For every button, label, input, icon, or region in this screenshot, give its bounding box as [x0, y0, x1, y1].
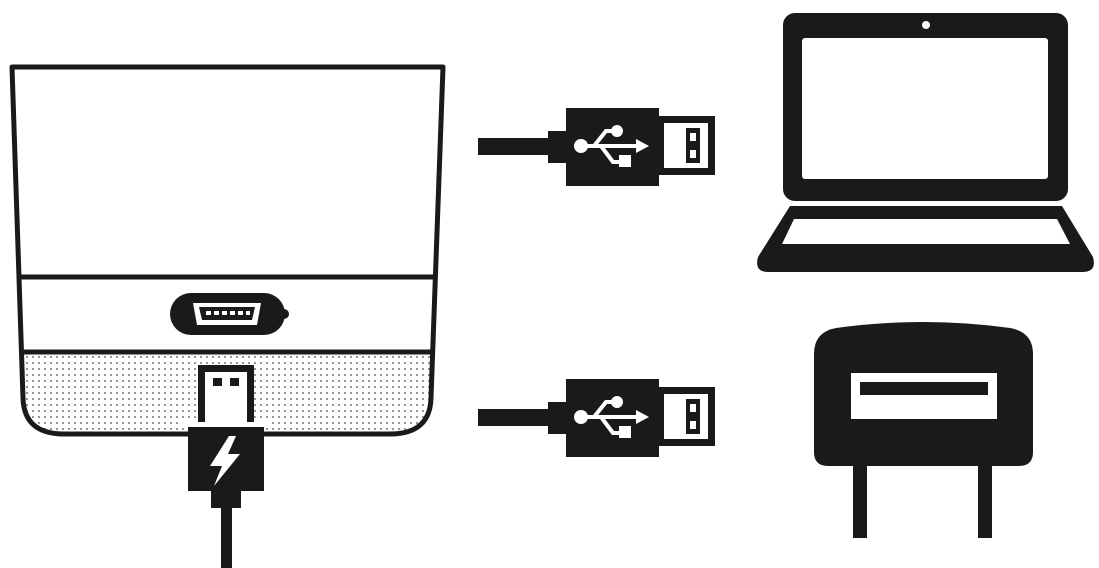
micro-usb-port-icon[interactable]	[170, 293, 289, 335]
lightning-bolt-icon	[210, 436, 240, 486]
device-outline	[9, 64, 446, 437]
laptop-icon	[757, 13, 1094, 272]
usb-trident-icon	[574, 396, 649, 438]
wall-charger-adapter-icon	[814, 322, 1033, 538]
usb-trident-icon	[574, 125, 649, 167]
micro-usb-plug-icon[interactable]	[182, 365, 270, 568]
